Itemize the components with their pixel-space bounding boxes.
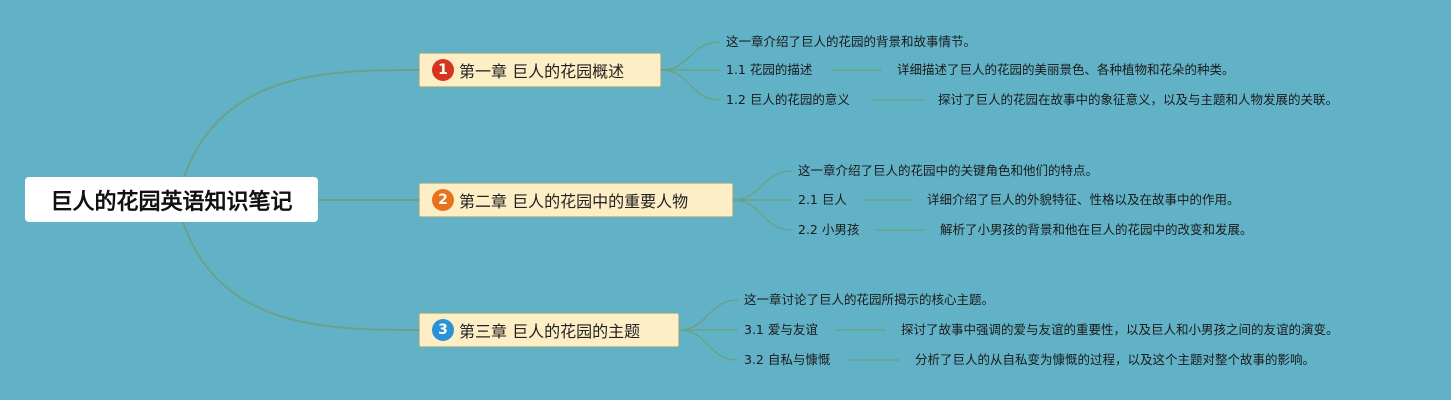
twig-line-2-s2 — [732, 199, 793, 231]
section-desc-2-2: 解析了小男孩的背景和他在巨人的花园中的改变和发展。 — [940, 222, 1253, 237]
branch-line-3 — [182, 221, 421, 331]
twig-line-2-intro — [732, 170, 793, 201]
twig-line-1-intro — [660, 41, 721, 71]
section-label-2-1: 2.1 巨人 — [798, 192, 847, 207]
chapter-title-2: 第二章 巨人的花园中的重要人物 — [459, 192, 689, 211]
chapter-node-3[interactable]: 3 第三章 巨人的花园的主题 — [419, 313, 679, 347]
root-title: 巨人的花园英语知识笔记 — [50, 189, 293, 215]
section-desc-1-2: 探讨了巨人的花园在故事中的象征意义，以及与主题和人物发展的关联。 — [938, 92, 1339, 107]
twig-line-3-intro — [678, 299, 739, 331]
chapter-node-2[interactable]: 2 第二章 巨人的花园中的重要人物 — [419, 183, 733, 217]
chapter-title-1: 第一章 巨人的花园概述 — [459, 62, 625, 81]
chapter-2-intro: 这一章介绍了巨人的花园中的关键角色和他们的特点。 — [798, 163, 1099, 178]
branch-line-1 — [182, 69, 421, 181]
section-label-3-2: 3.2 自私与慷慨 — [744, 352, 831, 367]
twig-line-1-s2 — [660, 69, 721, 101]
root-node[interactable]: 巨人的花园英语知识笔记 — [25, 177, 318, 222]
section-desc-1-1: 详细描述了巨人的花园的美丽景色、各种植物和花朵的种类。 — [897, 62, 1235, 77]
badge-number-2: 2 — [432, 189, 454, 211]
section-label-1-2: 1.2 巨人的花园的意义 — [726, 92, 850, 107]
badge-number-3: 3 — [432, 319, 454, 341]
section-label-1-1: 1.1 花园的描述 — [726, 62, 813, 77]
section-desc-3-2: 分析了巨人的从自私变为慷慨的过程，以及这个主题对整个故事的影响。 — [915, 352, 1316, 367]
section-label-2-2: 2.2 小男孩 — [798, 222, 860, 237]
twig-line-3-s2 — [678, 329, 739, 361]
badge-number-1: 1 — [432, 59, 454, 81]
section-desc-2-1: 详细介绍了巨人的外貌特征、性格以及在故事中的作用。 — [927, 192, 1240, 207]
chapter-title-3: 第三章 巨人的花园的主题 — [459, 322, 641, 341]
chapter-node-1[interactable]: 1 第一章 巨人的花园概述 — [419, 53, 661, 87]
chapter-1-intro: 这一章介绍了巨人的花园的背景和故事情节。 — [726, 34, 977, 49]
section-label-3-1: 3.1 爱与友谊 — [744, 322, 818, 337]
chapter-3-intro: 这一章讨论了巨人的花园所揭示的核心主题。 — [744, 292, 995, 307]
section-desc-3-1: 探讨了故事中强调的爱与友谊的重要性，以及巨人和小男孩之间的友谊的演变。 — [901, 322, 1339, 337]
